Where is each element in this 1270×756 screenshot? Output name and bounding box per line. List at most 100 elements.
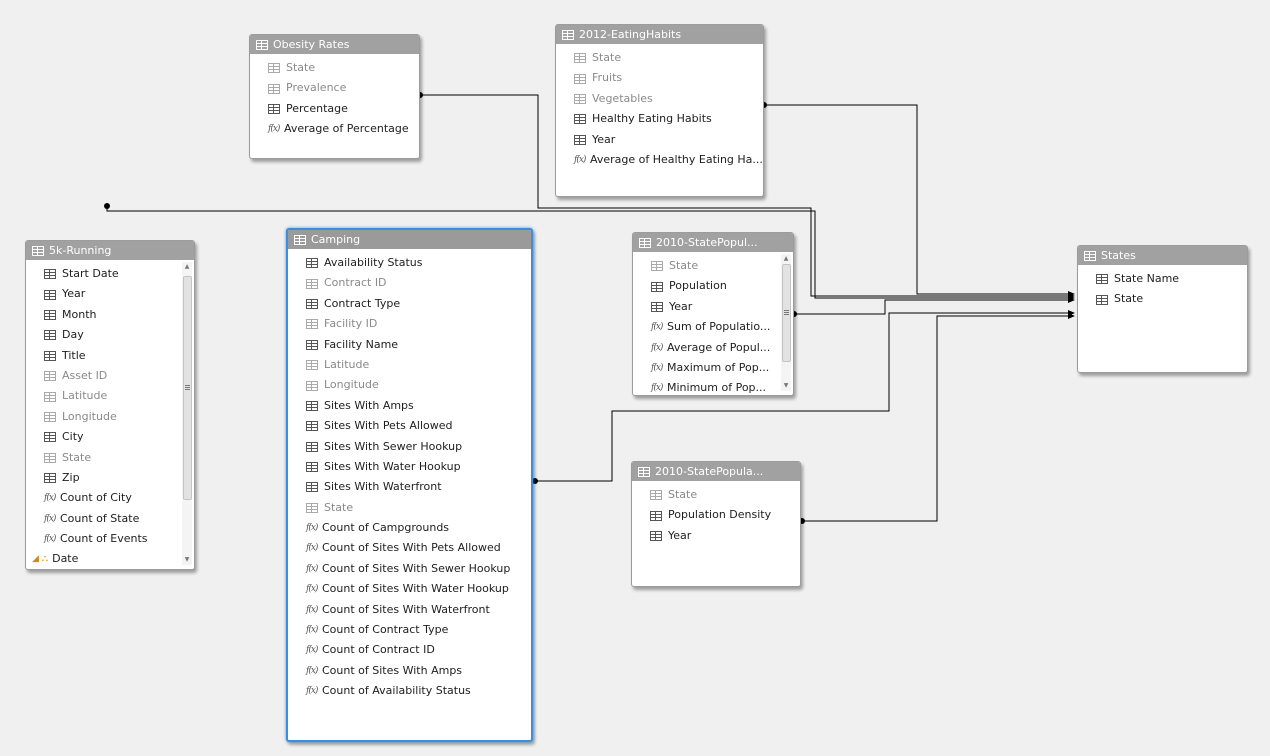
column-icon <box>650 490 662 501</box>
measure-icon: f(x) <box>306 563 318 574</box>
measure-row[interactable]: f(x)Count of Events <box>26 529 194 549</box>
column-row[interactable]: State <box>633 256 793 276</box>
measure-row[interactable]: f(x)Count of Sites With Water Hookup <box>288 579 531 599</box>
column-row[interactable]: State <box>250 58 419 78</box>
column-row[interactable]: Start Date <box>26 264 194 284</box>
column-row[interactable]: State <box>632 485 800 505</box>
measure-row[interactable]: f(x)Count of Sites With Waterfront <box>288 600 531 620</box>
column-row[interactable]: Sites With Water Hookup <box>288 457 531 477</box>
scroll-thumb[interactable] <box>782 264 791 362</box>
column-row[interactable]: State Name <box>1078 269 1247 289</box>
scroll-down-icon[interactable]: ▼ <box>783 382 789 389</box>
measure-icon: f(x) <box>44 534 56 545</box>
column-row[interactable]: Latitude <box>26 386 194 406</box>
measure-row[interactable]: f(x)Average of Percentage <box>250 119 419 139</box>
scroll-down-icon[interactable]: ▼ <box>184 556 190 563</box>
column-row[interactable]: Zip <box>26 468 194 488</box>
table-header[interactable]: States <box>1078 246 1247 265</box>
measure-row[interactable]: f(x)Count of Campgrounds <box>288 518 531 538</box>
column-row[interactable]: City <box>26 427 194 447</box>
column-row[interactable]: Sites With Sewer Hookup <box>288 437 531 457</box>
measure-row[interactable]: f(x)Count of Availability Status <box>288 681 531 701</box>
column-row[interactable]: Availability Status <box>288 253 531 273</box>
column-row[interactable]: Contract ID <box>288 273 531 293</box>
column-row[interactable]: Year <box>556 130 763 150</box>
relationship-line-running-states[interactable] <box>106 206 1072 299</box>
measure-row[interactable]: f(x)Sum of Populatio... <box>633 317 793 337</box>
relationship-line-camping-states[interactable] <box>535 312 1072 482</box>
column-row[interactable]: Healthy Eating Habits <box>556 109 763 129</box>
measure-row[interactable]: f(x)Count of City <box>26 488 194 508</box>
scroll-up-icon[interactable]: ▲ <box>783 255 789 262</box>
measure-row[interactable]: f(x)Maximum of Pop... <box>633 358 793 378</box>
column-row[interactable]: State <box>1078 289 1247 309</box>
column-row[interactable]: Fruits <box>556 68 763 88</box>
column-row[interactable]: Sites With Pets Allowed <box>288 416 531 436</box>
scroll-up-icon[interactable]: ▲ <box>184 263 190 270</box>
column-row[interactable]: Asset ID <box>26 366 194 386</box>
measure-row[interactable]: f(x)Average of Healthy Eating Ha... <box>556 150 763 170</box>
scrollbar[interactable]: ▲▼ <box>781 254 791 391</box>
table-header[interactable]: 5k-Running <box>26 241 194 260</box>
column-row[interactable]: Month <box>26 305 194 325</box>
column-row[interactable]: State <box>288 498 531 518</box>
column-icon <box>268 103 280 114</box>
column-row[interactable]: State <box>26 448 194 468</box>
relationship-line-eating-states[interactable] <box>764 104 1072 295</box>
measure-icon: f(x) <box>306 665 318 676</box>
hierarchy-icon: ◢ ⛬ <box>32 554 49 565</box>
measure-row[interactable]: f(x)Count of Sites With Pets Allowed <box>288 538 531 558</box>
column-row[interactable]: Population Density <box>632 505 800 525</box>
column-row[interactable]: State <box>556 48 763 68</box>
measure-row[interactable]: f(x)Count of Sites With Amps <box>288 661 531 681</box>
column-label: Vegetables <box>592 91 653 105</box>
column-icon <box>306 482 318 493</box>
column-label: State Name <box>1114 272 1180 285</box>
column-row[interactable]: Vegetables <box>556 89 763 109</box>
measure-row[interactable]: f(x)Count of Contract ID <box>288 640 531 660</box>
relationship-line-density-states[interactable] <box>802 315 1072 522</box>
column-row[interactable]: Sites With Waterfront <box>288 477 531 497</box>
column-row[interactable]: Facility ID <box>288 314 531 334</box>
table-header[interactable]: Camping <box>288 230 531 249</box>
hierarchy-row[interactable]: ◢ ⛬Date <box>26 549 194 569</box>
column-row[interactable]: Percentage <box>250 99 419 119</box>
column-row[interactable]: Facility Name <box>288 335 531 355</box>
table-header[interactable]: Obesity Rates <box>250 35 419 54</box>
column-row[interactable]: Sites With Amps <box>288 396 531 416</box>
column-row[interactable]: Year <box>26 284 194 304</box>
column-row[interactable]: Title <box>26 346 194 366</box>
column-row[interactable]: Contract Type <box>288 294 531 314</box>
column-row[interactable]: Population <box>633 276 793 296</box>
relationship-line-statepop-states[interactable] <box>794 299 1072 315</box>
table-header[interactable]: 2012-EatingHabits <box>556 25 763 44</box>
measure-row[interactable]: f(x)Count of Contract Type <box>288 620 531 640</box>
scroll-grip <box>784 312 789 313</box>
measure-row[interactable]: f(x)Minimum of Pop... <box>633 378 793 395</box>
scrollbar[interactable]: ▲▼ <box>182 262 192 565</box>
column-row[interactable]: Day <box>26 325 194 345</box>
measure-row[interactable]: f(x)Count of State <box>26 509 194 529</box>
column-row[interactable]: Year <box>633 297 793 317</box>
measure-row[interactable]: f(x)Average of Popul... <box>633 338 793 358</box>
column-row[interactable]: Year <box>632 526 800 546</box>
column-row[interactable]: Longitude <box>288 375 531 395</box>
column-label: Title <box>62 348 86 362</box>
measure-icon: f(x) <box>651 383 663 394</box>
table-header[interactable]: 2010-StatePopul... <box>633 233 793 252</box>
table-header[interactable]: 2010-StatePopula... <box>632 462 800 481</box>
column-row[interactable]: Latitude <box>288 355 531 375</box>
scroll-thumb[interactable] <box>183 276 192 500</box>
column-icon <box>44 432 56 443</box>
measure-row[interactable]: f(x)Count of Sites With Sewer Hookup <box>288 559 531 579</box>
column-row[interactable]: Longitude <box>26 407 194 427</box>
column-row[interactable]: Prevalence <box>250 78 419 98</box>
